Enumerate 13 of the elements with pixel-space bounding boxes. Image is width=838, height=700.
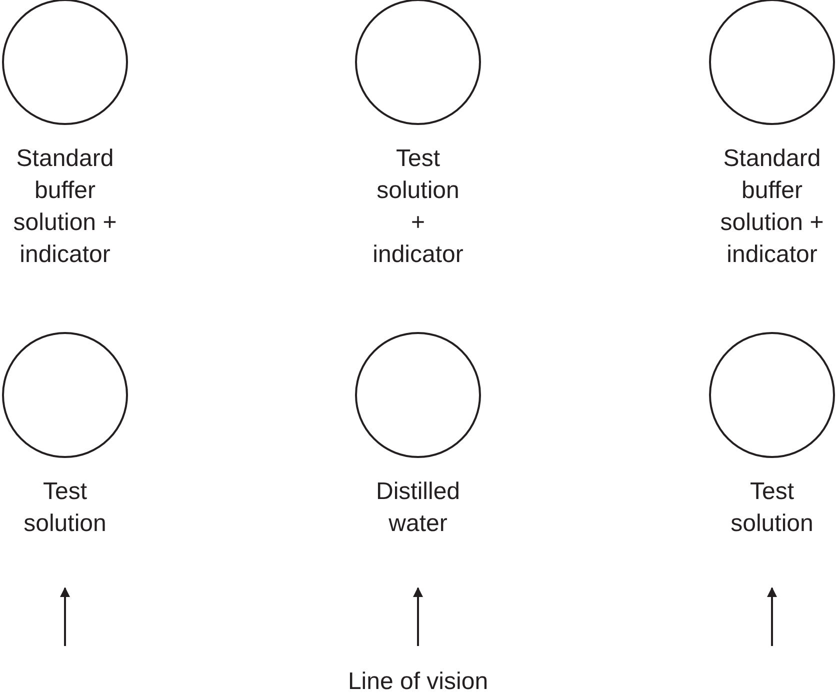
sample-tube-circle — [709, 0, 835, 125]
sample-tube-circle — [355, 332, 481, 458]
tube-caption: Distilled water — [374, 477, 462, 539]
tube-caption: Test solution — [730, 477, 814, 539]
sample-tube-circle — [709, 332, 835, 458]
tube-caption: Test solution — [22, 477, 108, 539]
sample-tube-circle — [2, 332, 128, 458]
sample-tube-circle — [355, 0, 481, 125]
tube-caption: Standard buffer solution + indicator — [12, 144, 118, 270]
tube-caption: Standard buffer solution + indicator — [719, 144, 825, 270]
caption-label: Line of vision — [348, 668, 488, 696]
tube-caption: Test solution + indicator — [372, 144, 464, 270]
sample-tube-circle — [2, 0, 128, 125]
